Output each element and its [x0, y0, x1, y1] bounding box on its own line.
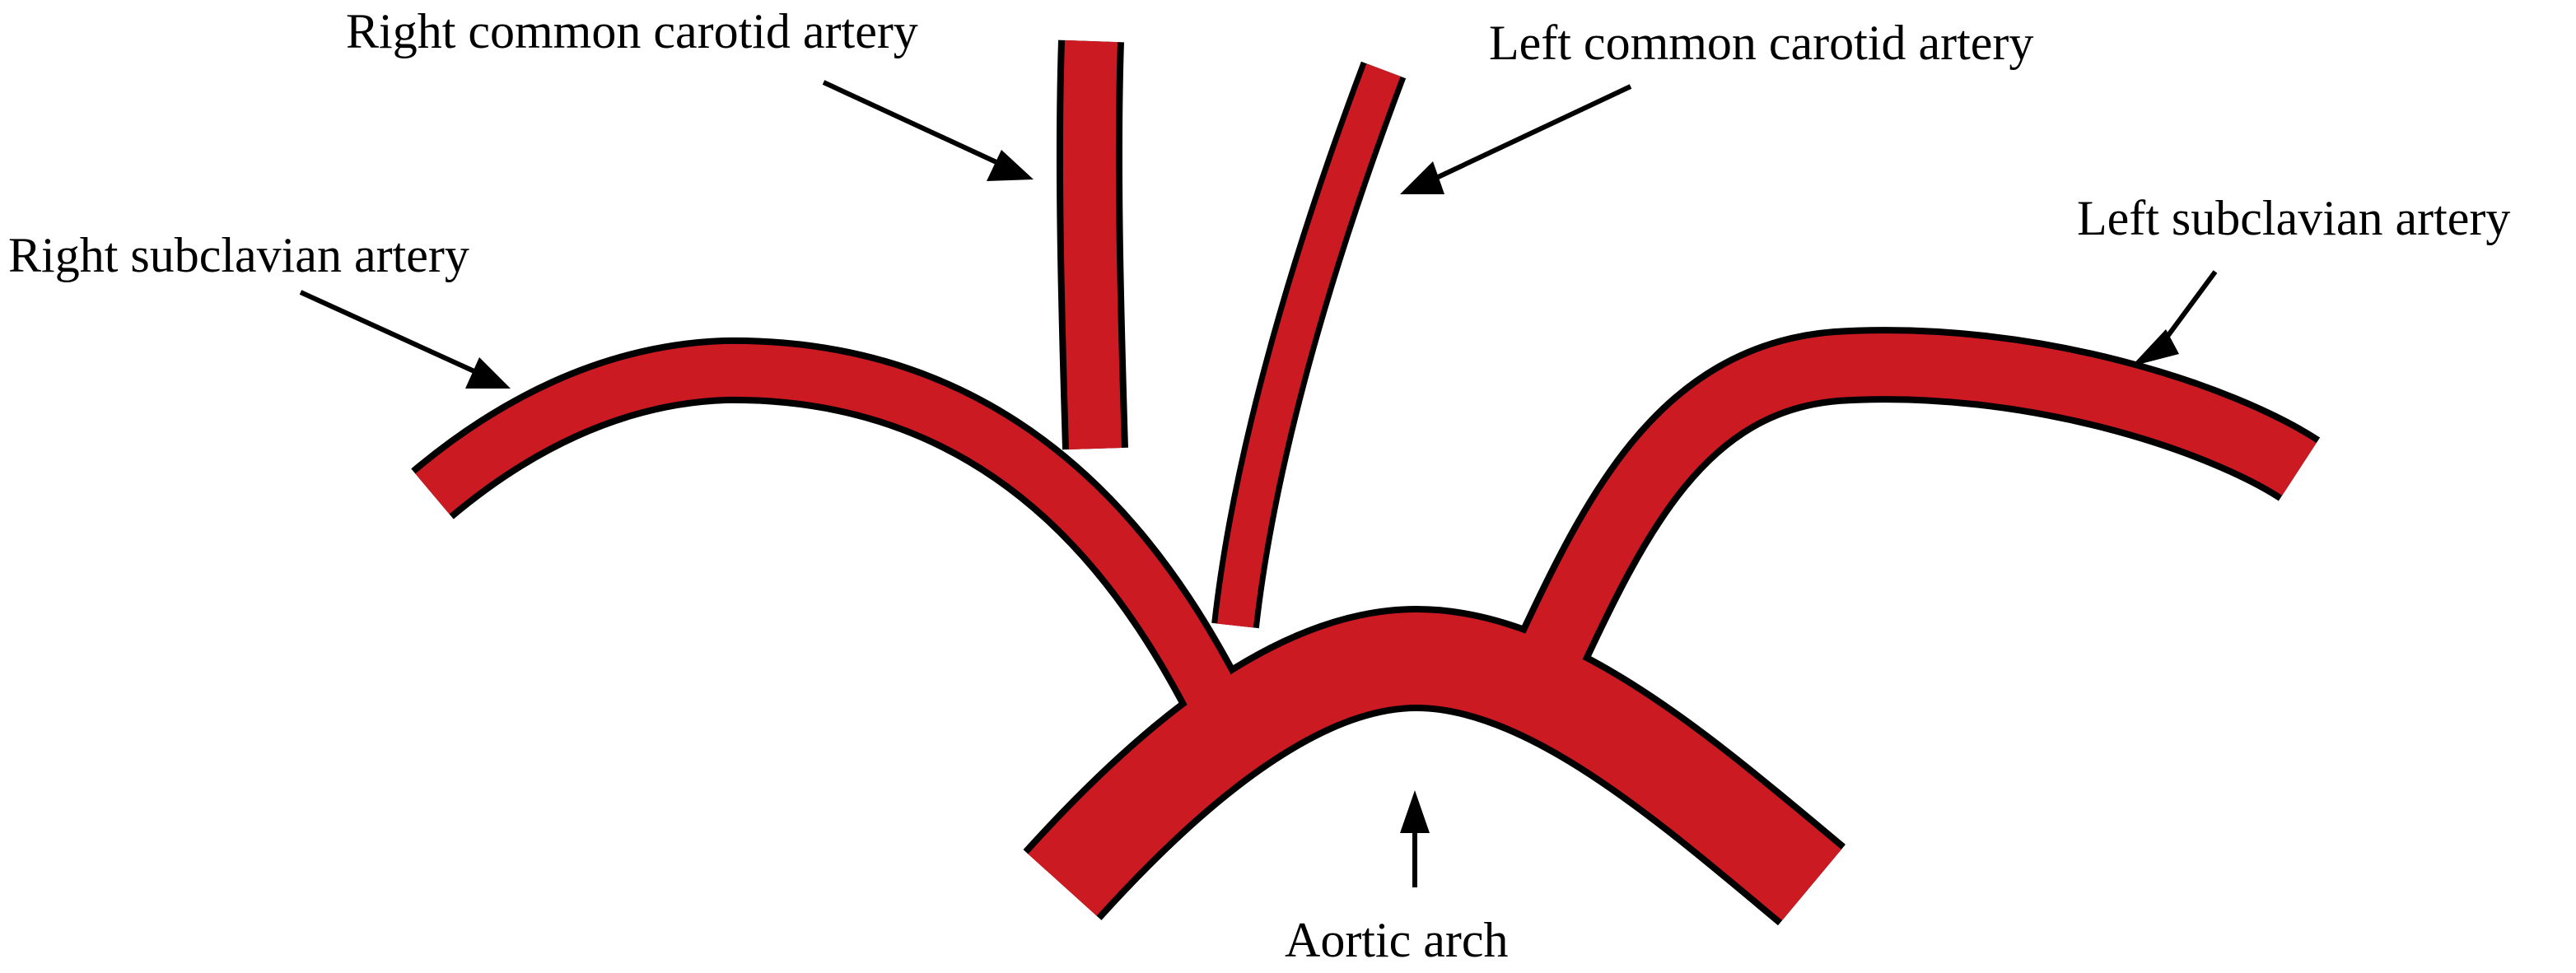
aortic-arch-arrow: [1400, 790, 1430, 887]
label-aortic-arch: Aortic arch: [1285, 913, 1509, 967]
right-common-carotid-arrow: [822, 80, 1034, 181]
aortic-arch-vessel: [1028, 612, 1841, 921]
left-subclavian-arrow: [2131, 270, 2218, 366]
vessel-fills: [415, 40, 2317, 921]
right-subclavian-arrow: [299, 290, 511, 389]
pointer-arrows: [299, 80, 2218, 887]
left-common-carotid-vessel: [1217, 63, 1401, 628]
left-subclavian-vessel: [1519, 333, 2317, 673]
label-right-subclavian: Right subclavian artery: [8, 228, 469, 282]
right-common-carotid-vessel: [1062, 40, 1122, 449]
right-subclavian-vessel: [415, 343, 1251, 737]
label-left-common-carotid: Left common carotid artery: [1489, 16, 2033, 70]
labels: Right common carotid artery Left common …: [8, 4, 2510, 967]
label-left-subclavian: Left subclavian artery: [2077, 191, 2510, 245]
label-right-common-carotid: Right common carotid artery: [346, 4, 918, 58]
left-common-carotid-arrow: [1400, 84, 1632, 194]
